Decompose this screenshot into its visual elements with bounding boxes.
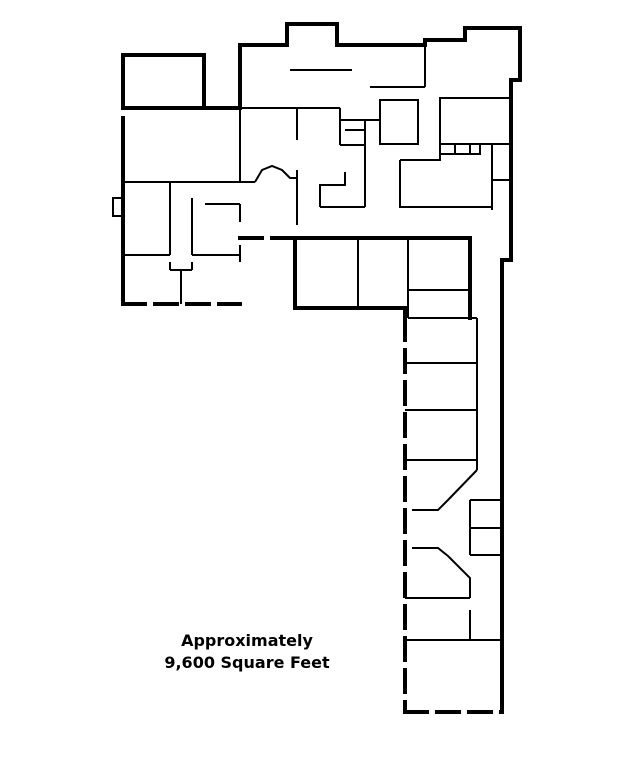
top-left-room (121, 53, 206, 110)
exterior-walls (112, 22, 522, 714)
interior-walls (123, 45, 513, 641)
caption-line-1: Approximately (181, 631, 313, 650)
square-footage-caption: Approximately 9,600 Square Feet (112, 630, 382, 674)
caption-line-2: 9,600 Square Feet (164, 653, 330, 672)
